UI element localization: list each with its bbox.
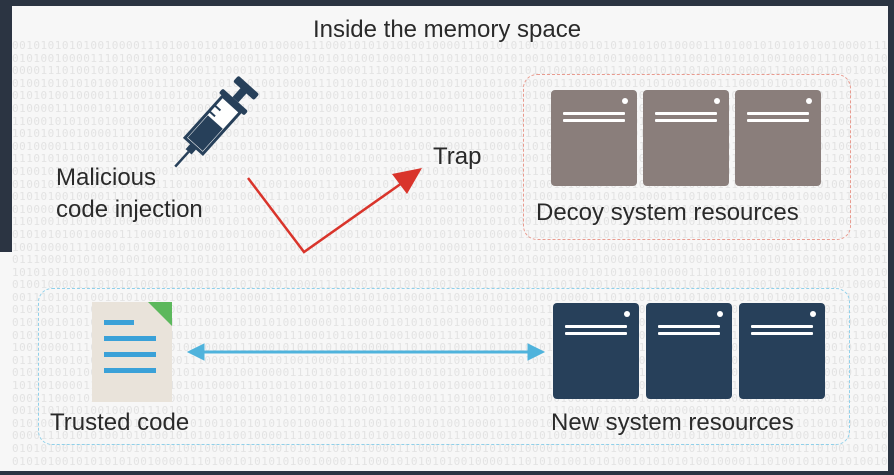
frame-right [888, 0, 894, 475]
syringe-icon [174, 76, 259, 168]
trusted-label: Trusted code [50, 409, 190, 436]
decoy-server-icon [551, 90, 637, 186]
new-server-icon [646, 303, 732, 399]
document-icon [92, 302, 172, 402]
decoy-server-icon [735, 90, 821, 186]
decoy-region [523, 74, 851, 240]
frame-top [0, 0, 894, 6]
new-resources-region [38, 288, 850, 445]
decoy-server-icon [643, 90, 729, 186]
trap-arrow [247, 168, 422, 254]
new-server-icon [553, 303, 639, 399]
diagram-title: Inside the memory space [312, 16, 582, 43]
new-resources-label: New system resources [551, 409, 794, 436]
trap-label: Trap [433, 143, 482, 170]
malicious-label-line1: Malicious [56, 164, 157, 191]
frame-left [0, 0, 12, 252]
malicious-label-line2: code injection [56, 196, 203, 223]
new-server-icon [739, 303, 825, 399]
decoy-label: Decoy system resources [536, 199, 799, 226]
frame-bottom [0, 471, 894, 475]
link-arrow [186, 343, 546, 361]
malicious-label: Malicious code injection [56, 162, 203, 226]
